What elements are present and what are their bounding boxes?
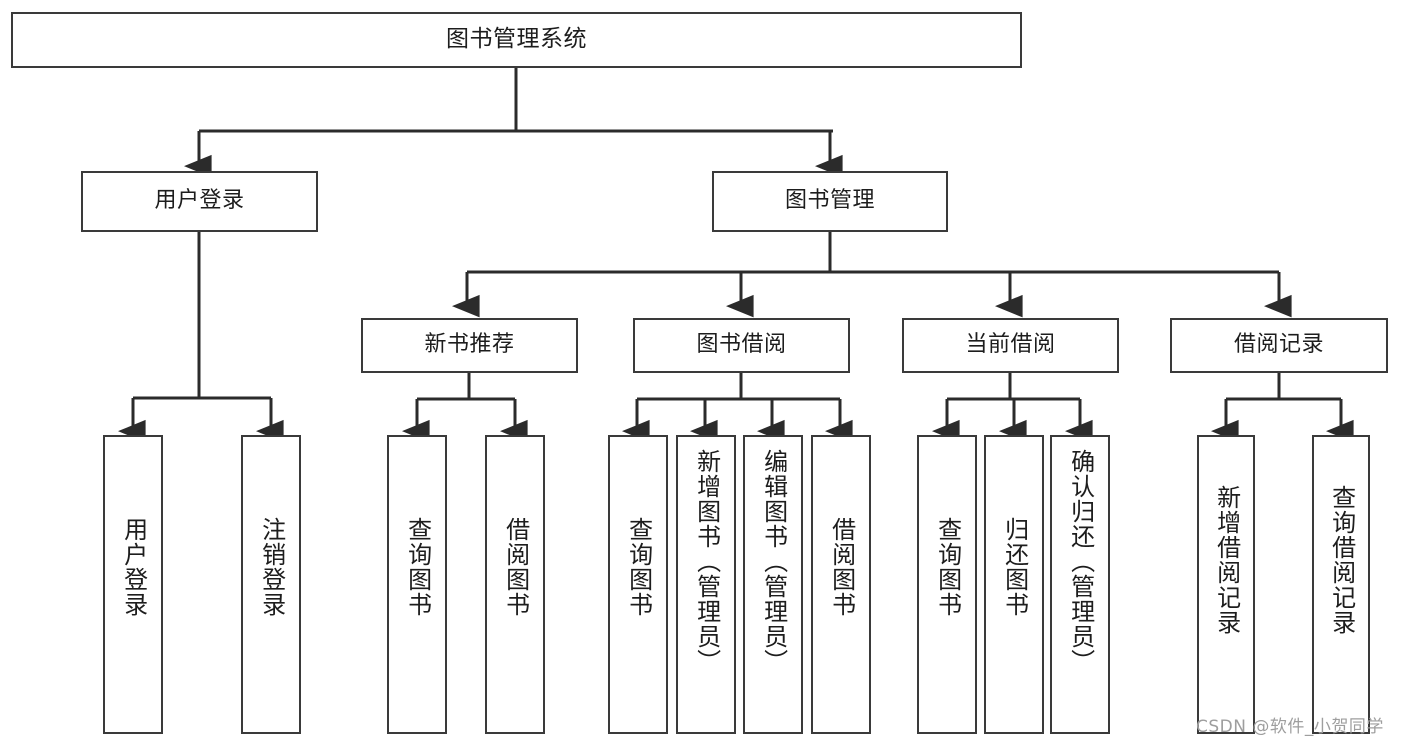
node-label: 借阅图书 bbox=[827, 517, 856, 617]
node-root-system[interactable]: 图书管理系统 bbox=[11, 12, 1022, 68]
node-label: 确认归还（管理员） bbox=[1066, 449, 1095, 674]
node-label: 图书管理系统 bbox=[446, 26, 587, 53]
node-label: 图书管理 bbox=[784, 188, 875, 214]
leaf-add-borrow-record[interactable]: 新增借阅记录 bbox=[1197, 435, 1255, 734]
leaf-query-book-borrow[interactable]: 查询图书 bbox=[608, 435, 668, 734]
node-label: 查询借阅记录 bbox=[1327, 485, 1356, 635]
node-book-borrow[interactable]: 图书借阅 bbox=[633, 318, 850, 373]
node-current-borrow[interactable]: 当前借阅 bbox=[902, 318, 1119, 373]
leaf-logout[interactable]: 注销登录 bbox=[241, 435, 301, 734]
node-book-management[interactable]: 图书管理 bbox=[712, 171, 948, 232]
node-label: 新增借阅记录 bbox=[1212, 485, 1241, 635]
node-label: 当前借阅 bbox=[965, 332, 1056, 358]
node-label: 注销登录 bbox=[257, 517, 286, 617]
leaf-user-login[interactable]: 用户登录 bbox=[103, 435, 163, 734]
node-label: 编辑图书（管理员） bbox=[759, 449, 788, 674]
node-new-book-recommend[interactable]: 新书推荐 bbox=[361, 318, 578, 373]
leaf-query-book-current[interactable]: 查询图书 bbox=[917, 435, 977, 734]
leaf-borrow-book-recommend[interactable]: 借阅图书 bbox=[485, 435, 545, 734]
csdn-watermark: CSDN @软件_小贺同学 bbox=[1196, 717, 1384, 737]
node-label: 借阅图书 bbox=[501, 517, 530, 617]
leaf-query-borrow-record[interactable]: 查询借阅记录 bbox=[1312, 435, 1370, 734]
leaf-borrow-book[interactable]: 借阅图书 bbox=[811, 435, 871, 734]
node-label: 用户登录 bbox=[154, 188, 245, 214]
node-user-login[interactable]: 用户登录 bbox=[81, 171, 318, 232]
node-label: 查询图书 bbox=[624, 517, 653, 617]
leaf-return-book[interactable]: 归还图书 bbox=[984, 435, 1044, 734]
node-label: 新增图书（管理员） bbox=[692, 449, 721, 674]
node-label: 图书借阅 bbox=[696, 332, 787, 358]
node-label: 查询图书 bbox=[403, 517, 432, 617]
leaf-confirm-return-admin[interactable]: 确认归还（管理员） bbox=[1050, 435, 1110, 734]
node-label: 借阅记录 bbox=[1233, 332, 1324, 358]
node-label: 查询图书 bbox=[933, 517, 962, 617]
node-label: 用户登录 bbox=[119, 517, 148, 617]
leaf-edit-book-admin[interactable]: 编辑图书（管理员） bbox=[743, 435, 803, 734]
node-label: 归还图书 bbox=[1000, 517, 1029, 617]
leaf-query-book-recommend[interactable]: 查询图书 bbox=[387, 435, 447, 734]
node-label: 新书推荐 bbox=[424, 332, 515, 358]
node-borrow-record[interactable]: 借阅记录 bbox=[1170, 318, 1388, 373]
leaf-add-book-admin[interactable]: 新增图书（管理员） bbox=[676, 435, 736, 734]
